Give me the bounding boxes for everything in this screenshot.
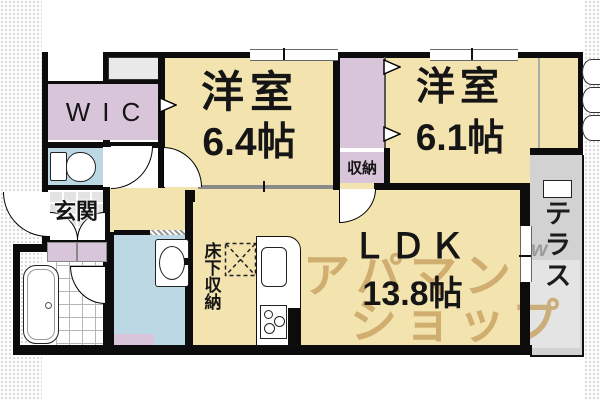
room61-size-label: 6.1帖: [415, 117, 505, 158]
toilet-door-arc: [111, 146, 153, 189]
kitchen-wall-block: [288, 308, 300, 345]
shutter-arc-3: [582, 115, 600, 141]
toilet-tank: [50, 152, 67, 181]
shutter-arc-2: [582, 87, 600, 113]
wall-strip-bottom: [530, 148, 578, 155]
kitchen-sink: [261, 247, 287, 287]
closet-strip: [340, 57, 384, 148]
wic-label: WIC: [65, 96, 153, 127]
window-room64-tick: [283, 48, 285, 60]
toilet-door-gap: [103, 147, 111, 187]
bathtub-inner-line: [27, 269, 55, 340]
wall-storage-right: [384, 148, 390, 190]
watermark-line1: アパマン: [303, 249, 519, 302]
storage-box: [340, 152, 384, 183]
shoe-cabinet-right: [77, 242, 107, 262]
window-room61: [430, 49, 518, 61]
wall-wic-top: [48, 81, 158, 84]
wall-bottom: [13, 345, 532, 355]
wall-washroom-left: [108, 232, 114, 345]
wall-closet-left: [333, 52, 340, 190]
stove-burner-2: [274, 316, 285, 327]
room61-name-label: 洋室: [415, 66, 504, 109]
watermark-logo-mark: w: [531, 238, 548, 261]
window-room61-tick: [471, 48, 473, 60]
washer-pan: [114, 334, 154, 345]
wall-room64-left: [158, 52, 165, 188]
wall-under-room61: [333, 183, 530, 190]
closet-door-line: [384, 57, 386, 148]
bathtub-drain: [45, 302, 52, 309]
terrace-door-tick: [519, 255, 531, 257]
pipe-space-box: [108, 57, 160, 80]
ldk-size-label: 13.8帖: [362, 274, 463, 313]
window-room64: [250, 49, 338, 61]
wall-toilet-top: [42, 142, 158, 148]
washroom-sliding-door: [150, 230, 186, 235]
terrace-watermark-overlay: [530, 260, 580, 348]
closet-door-triangle-bottom: [383, 126, 401, 142]
wall-right-upper: [578, 52, 583, 155]
wic-door-triangle: [159, 97, 177, 113]
terrace-step: [543, 180, 572, 198]
room64-partition-tick: [263, 181, 265, 192]
storage-door-gap: [340, 183, 374, 190]
terrace-sliding-door: [520, 226, 532, 282]
toilet-bowl: [66, 152, 96, 182]
shoe-cabinet-left: [47, 242, 77, 262]
wall-corridor-stub: [185, 183, 195, 202]
room-divider-line: [538, 58, 540, 148]
ldk-name-label: ＬＤＫ: [351, 226, 469, 266]
wall-washroom-right: [185, 200, 193, 345]
room-west-6-1-floor: [386, 57, 532, 185]
wall-bath-outer-left: [13, 244, 20, 355]
washstand-faucet: [184, 258, 190, 265]
wall-toilet-bottom: [48, 185, 110, 190]
washstand-basin: [159, 246, 185, 280]
room64-name-label: 洋室: [201, 69, 299, 117]
shutter-arc-1: [582, 59, 600, 85]
closet-door-triangle-top: [383, 59, 401, 75]
wic-floor: [48, 84, 158, 140]
storage-label: 収納: [346, 159, 377, 177]
stove-burner-3: [264, 323, 275, 334]
stove-burner-1: [264, 310, 273, 319]
entrance-label: 玄関: [53, 199, 98, 224]
wall-left-upper: [42, 52, 48, 250]
room64-size-label: 6.4帖: [202, 121, 296, 164]
underfloor-storage-label: 床下収納: [201, 242, 221, 310]
terrace-label: テラス: [540, 199, 571, 292]
wall-top: [103, 52, 583, 58]
underfloor-storage-box: [224, 242, 257, 277]
